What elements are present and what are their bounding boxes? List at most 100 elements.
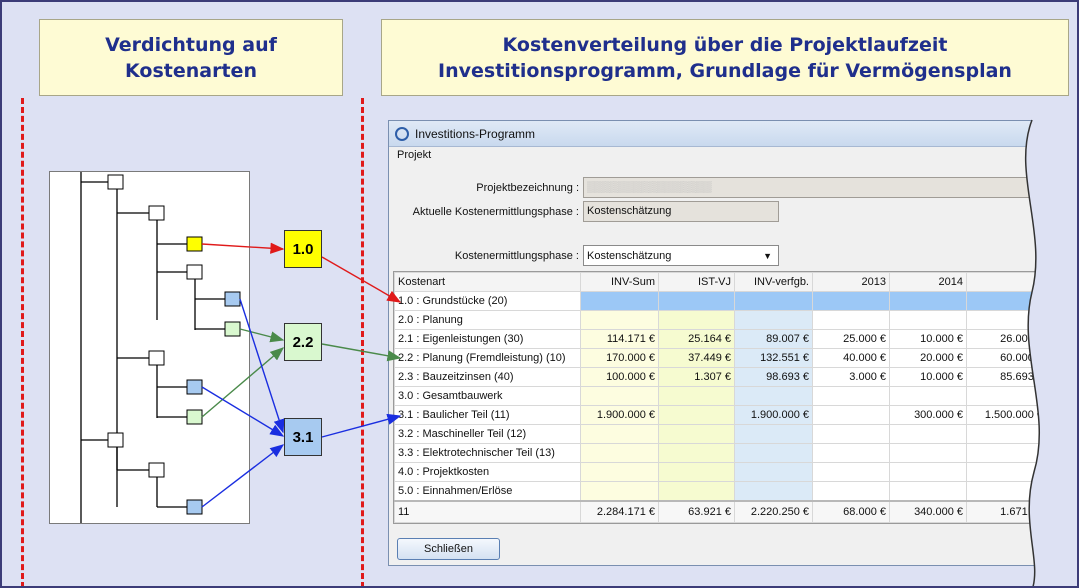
title-left-line1: Verdichtung auf (105, 33, 277, 56)
category-box-3-1: 3.1 (284, 418, 322, 456)
tree-node-blue (224, 291, 241, 307)
investitions-programm-window: Investitions-Programm Projekt Projektbez… (388, 120, 1077, 566)
window-title: Investitions-Programm (415, 126, 536, 141)
arrow-blue (239, 298, 285, 434)
cost-grid: Kostenart INV-Sum IST-VJ INV-verfgb. 201… (393, 271, 1077, 524)
title-right-box: Kostenverteilung über die Projektlaufzei… (381, 19, 1069, 96)
phase-select-row: Kostenermittlungsphase : Kostenschätzung… (397, 245, 779, 266)
sum-cell: 68.000 € (812, 499, 890, 523)
arrow-green (239, 328, 285, 343)
phase-select-value: Kostenschätzung (587, 249, 672, 262)
cost-type-cell[interactable]: 3.0 : Gesamtbauwerk (394, 386, 581, 406)
value-cell[interactable] (812, 291, 890, 311)
tree-node (107, 432, 124, 448)
tree-node (186, 264, 203, 280)
value-cell[interactable] (658, 386, 735, 406)
value-cell[interactable] (658, 443, 735, 463)
arrow-blue (201, 386, 285, 437)
value-cell[interactable]: 132.551 € (734, 348, 813, 368)
arrows (201, 242, 402, 508)
value-cell[interactable] (658, 405, 735, 425)
current-phase-field: Kostenschätzung (583, 201, 779, 222)
tree-nodes (107, 174, 241, 515)
value-cell[interactable] (734, 424, 813, 444)
cost-type-cell[interactable]: 3.1 : Baulicher Teil (11) (394, 405, 581, 425)
tree-lines (80, 172, 225, 523)
table-row[interactable]: 3.3 : Elektrotechnischer Teil (13) (394, 443, 1047, 463)
tree-node (148, 205, 165, 221)
cost-type-cell[interactable]: 2.3 : Bauzeitzinsen (40) (394, 367, 581, 387)
tree-node-blue (186, 379, 203, 395)
sum-cell: 340.000 € (889, 499, 967, 523)
dashed-divider-left (21, 98, 24, 586)
value-cell[interactable]: 1.307 € (658, 367, 735, 387)
arrow-blue (201, 444, 285, 508)
cost-type-cell[interactable]: 3.2 : Maschineller Teil (12) (394, 424, 581, 444)
value-cell[interactable] (580, 443, 659, 463)
tree-node-blue (186, 499, 203, 515)
tree-node (107, 174, 124, 190)
cost-type-cell[interactable]: 1.0 : Grundstücke (20) (394, 291, 581, 311)
cost-table: Kostenart INV-Sum IST-VJ INV-verfgb. 201… (394, 272, 1047, 523)
value-cell[interactable]: 37.449 € (658, 348, 735, 368)
title-left-line2: Kostenarten (125, 59, 257, 82)
tree-node-green (224, 321, 241, 337)
tree-node (148, 350, 165, 366)
dashed-divider-right (361, 98, 364, 586)
col-header[interactable]: Kostenart (394, 272, 581, 292)
value-cell[interactable] (734, 291, 813, 311)
value-cell[interactable] (658, 424, 735, 444)
phase-select-label: Kostenermittlungsphase : (454, 249, 579, 262)
category-box-1-0: 1.0 (284, 230, 322, 268)
menu-projekt[interactable]: Projekt (397, 149, 432, 161)
arrow-blue (321, 413, 402, 438)
tree-node (148, 462, 165, 478)
project-name-label: Projektbezeichnung : (476, 181, 579, 194)
phase-select[interactable]: Kostenschätzung ▼ (583, 245, 779, 266)
menu-bar: Projekt (389, 147, 1077, 163)
project-name-row: Projektbezeichnung : ▒▒▒▒▒▒▒▒▒▒▒▒▒▒▒▒ (397, 177, 1053, 198)
title-left-box: Verdichtung auf Kostenarten (39, 19, 343, 96)
col-header[interactable]: 2014 (889, 272, 967, 292)
value-cell[interactable]: 100.000 € (580, 367, 659, 387)
chevron-down-icon[interactable]: ▼ (763, 250, 772, 261)
value-cell[interactable]: 1.900.000 € (580, 405, 659, 425)
col-header[interactable]: INV-Sum (580, 272, 659, 292)
title-right-line1: Kostenverteilung über die Projektlaufzei… (502, 33, 948, 56)
value-cell[interactable]: 89.007 € (734, 329, 813, 349)
sum-cell: 11 (394, 499, 581, 523)
value-cell[interactable] (889, 291, 967, 311)
value-cell[interactable] (580, 462, 659, 482)
value-cell[interactable] (580, 481, 659, 501)
col-header[interactable]: IST-VJ (658, 272, 735, 292)
window-titlebar[interactable]: Investitions-Programm (389, 121, 1077, 147)
value-cell[interactable]: 25.000 € (812, 329, 890, 349)
cost-type-cell[interactable]: 5.0 : Einnahmen/Erlöse (394, 481, 581, 501)
arrow-red (321, 256, 402, 303)
value-cell[interactable] (658, 310, 735, 330)
table-sum-row: 11 2.284.171 € 63.921 € 2.220.250 € 68.0… (394, 499, 1047, 523)
current-phase-label: Aktuelle Kostenermittlungsphase : (412, 205, 579, 218)
current-phase-row: Aktuelle Kostenermittlungsphase : Kosten… (397, 201, 779, 222)
value-cell[interactable] (734, 386, 813, 406)
table-row[interactable]: 3.2 : Maschineller Teil (12) (394, 424, 1047, 444)
sum-cell: 2.220.250 € (734, 499, 813, 523)
value-cell[interactable]: 40.000 € (812, 348, 890, 368)
tree-node-yellow (186, 236, 203, 252)
app-logo-icon (395, 126, 409, 141)
arrow-green (321, 343, 402, 362)
tree-node-green (186, 409, 203, 425)
sum-cell: 63.921 € (658, 499, 735, 523)
category-box-2-2: 2.2 (284, 323, 322, 361)
value-cell[interactable] (734, 443, 813, 463)
project-name-field: ▒▒▒▒▒▒▒▒▒▒▒▒▒▒▒▒ (583, 177, 1053, 198)
close-button[interactable]: Schließen (397, 538, 500, 560)
arrow-green (201, 347, 285, 418)
sum-cell: 2.284.171 € (580, 499, 659, 523)
title-right-line2: Investitionsprogramm, Grundlage für Verm… (438, 59, 1012, 82)
value-cell[interactable] (580, 291, 659, 311)
value-cell[interactable]: 114.171 € (580, 329, 659, 349)
arrow-red (201, 242, 285, 254)
